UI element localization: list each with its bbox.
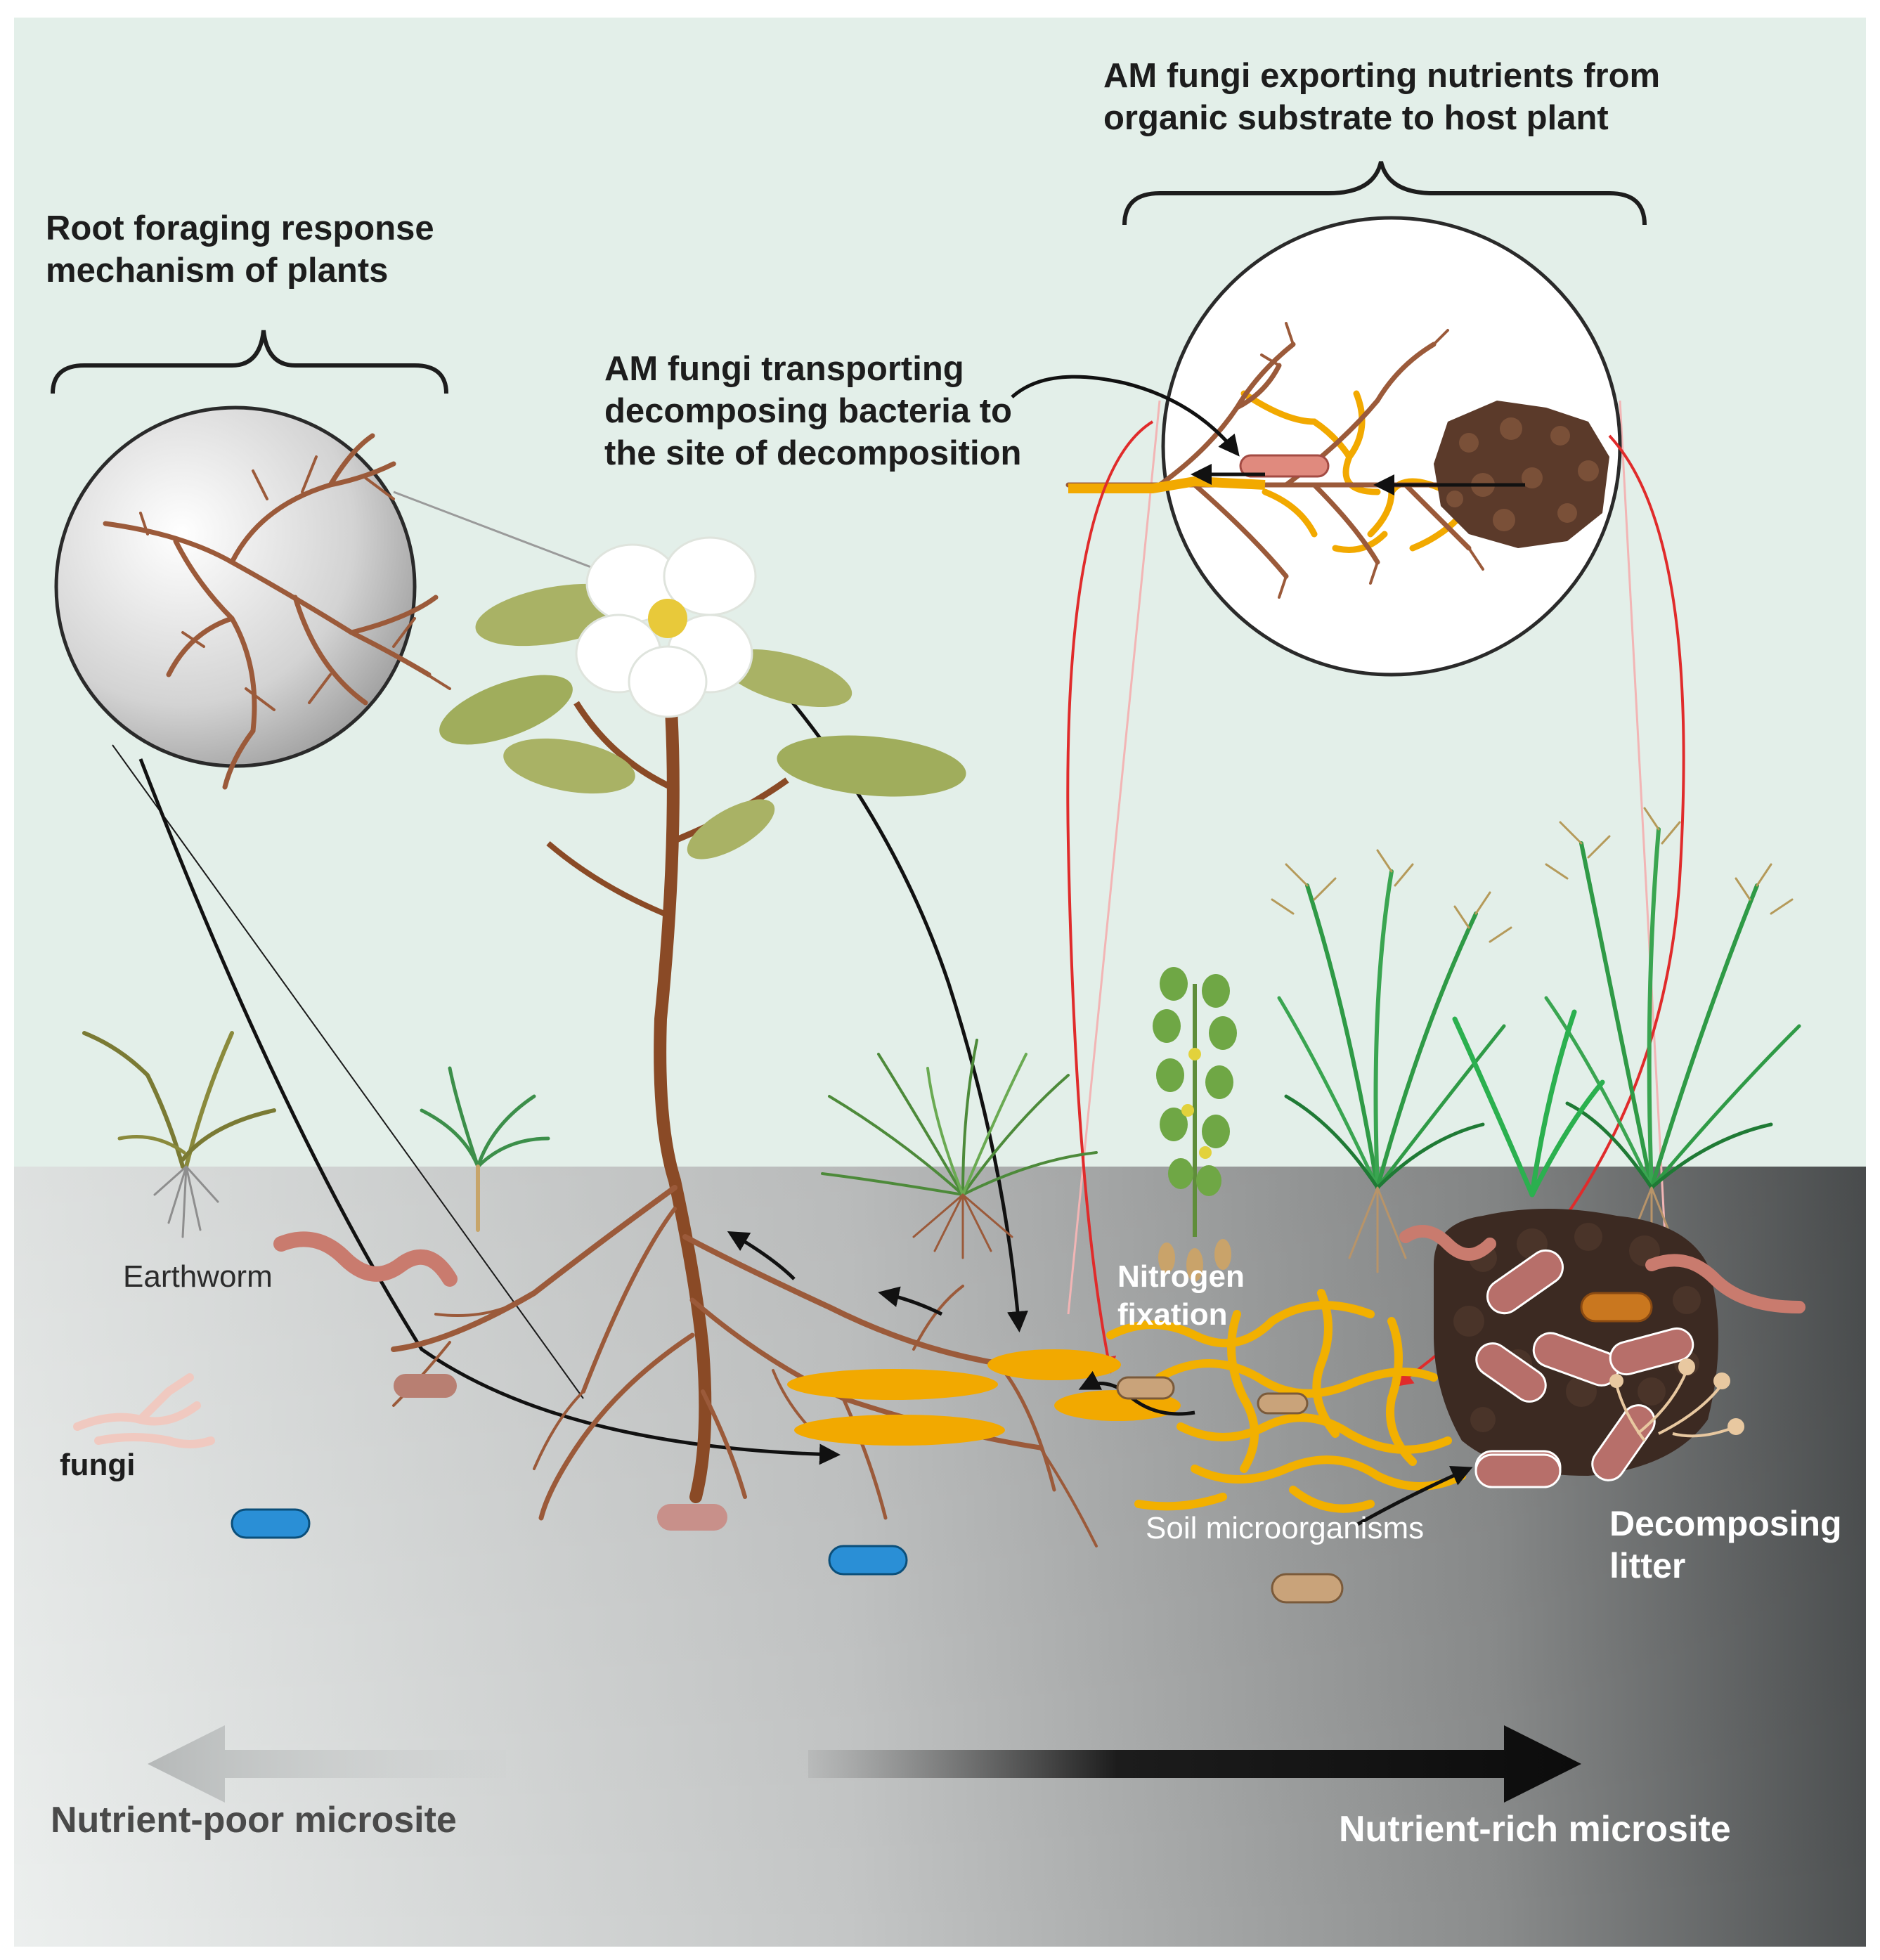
am-transport-heading: AM fungi transporting decomposing bacter…	[604, 350, 1022, 472]
tall-grass-clump-2	[1544, 807, 1801, 1273]
red-arrow-left	[1066, 420, 1154, 1374]
hypha-arrow-2	[878, 1286, 943, 1316]
root-foraging-heading: Root foraging response mechanism of plan…	[46, 209, 434, 290]
nutrient-rich-label: Nutrient-rich microsite	[1339, 1809, 1731, 1850]
earthworm-left	[273, 1231, 458, 1287]
leaf	[777, 735, 966, 797]
tall-grass-clump-1	[1271, 849, 1512, 1273]
bacteria-transport-connector	[1011, 375, 1240, 457]
nutrient-rich-arrow	[808, 1725, 1581, 1803]
nutrient-poor-arrow	[148, 1725, 506, 1803]
flower	[575, 536, 757, 718]
am-export-brace	[1122, 161, 1647, 226]
decomposing-litter-label: Decomposing litter	[1609, 1504, 1842, 1585]
fungi-hyphae-icon	[73, 1373, 215, 1448]
root-foraging-brace	[51, 330, 448, 394]
hypha-arrow-1	[727, 1231, 796, 1280]
leaf	[722, 649, 853, 708]
leaf	[439, 675, 573, 745]
grass-seedling	[82, 1031, 276, 1238]
lens-bacterium	[1239, 454, 1330, 478]
nutrient-poor-label: Nutrient-poor microsite	[51, 1800, 457, 1841]
soil-microorganisms-label: Soil microorganisms	[1146, 1511, 1425, 1545]
tuft-grass	[821, 1039, 1098, 1259]
earthworm-right-1	[1399, 1225, 1496, 1261]
soil-bacteria	[231, 1374, 1562, 1604]
tall-grass-blades	[1452, 1009, 1605, 1198]
foraging-arrow-left	[138, 758, 841, 1465]
earthworm-label: Earthworm	[123, 1259, 273, 1294]
fungal-fruiting-bodies	[1609, 1358, 1744, 1442]
soil-microorganism-pointer	[1355, 1466, 1473, 1527]
small-grass-plant	[420, 1066, 550, 1232]
am-export-heading: AM fungi exporting nutrients from organi…	[1103, 57, 1661, 137]
legume-plant	[1153, 967, 1237, 1282]
earthworm-right-2	[1645, 1254, 1806, 1313]
nitrogen-fixation-label: Nitrogen fixation	[1117, 1259, 1245, 1332]
foraging-arrow-right	[694, 596, 1028, 1332]
flowering-plant	[439, 536, 966, 1503]
leaf	[503, 738, 635, 794]
lens-hypha-segment	[1068, 476, 1266, 493]
root-foraging-lens	[54, 405, 689, 1399]
fungi-label: fungi	[60, 1448, 136, 1482]
leaf	[687, 799, 775, 859]
